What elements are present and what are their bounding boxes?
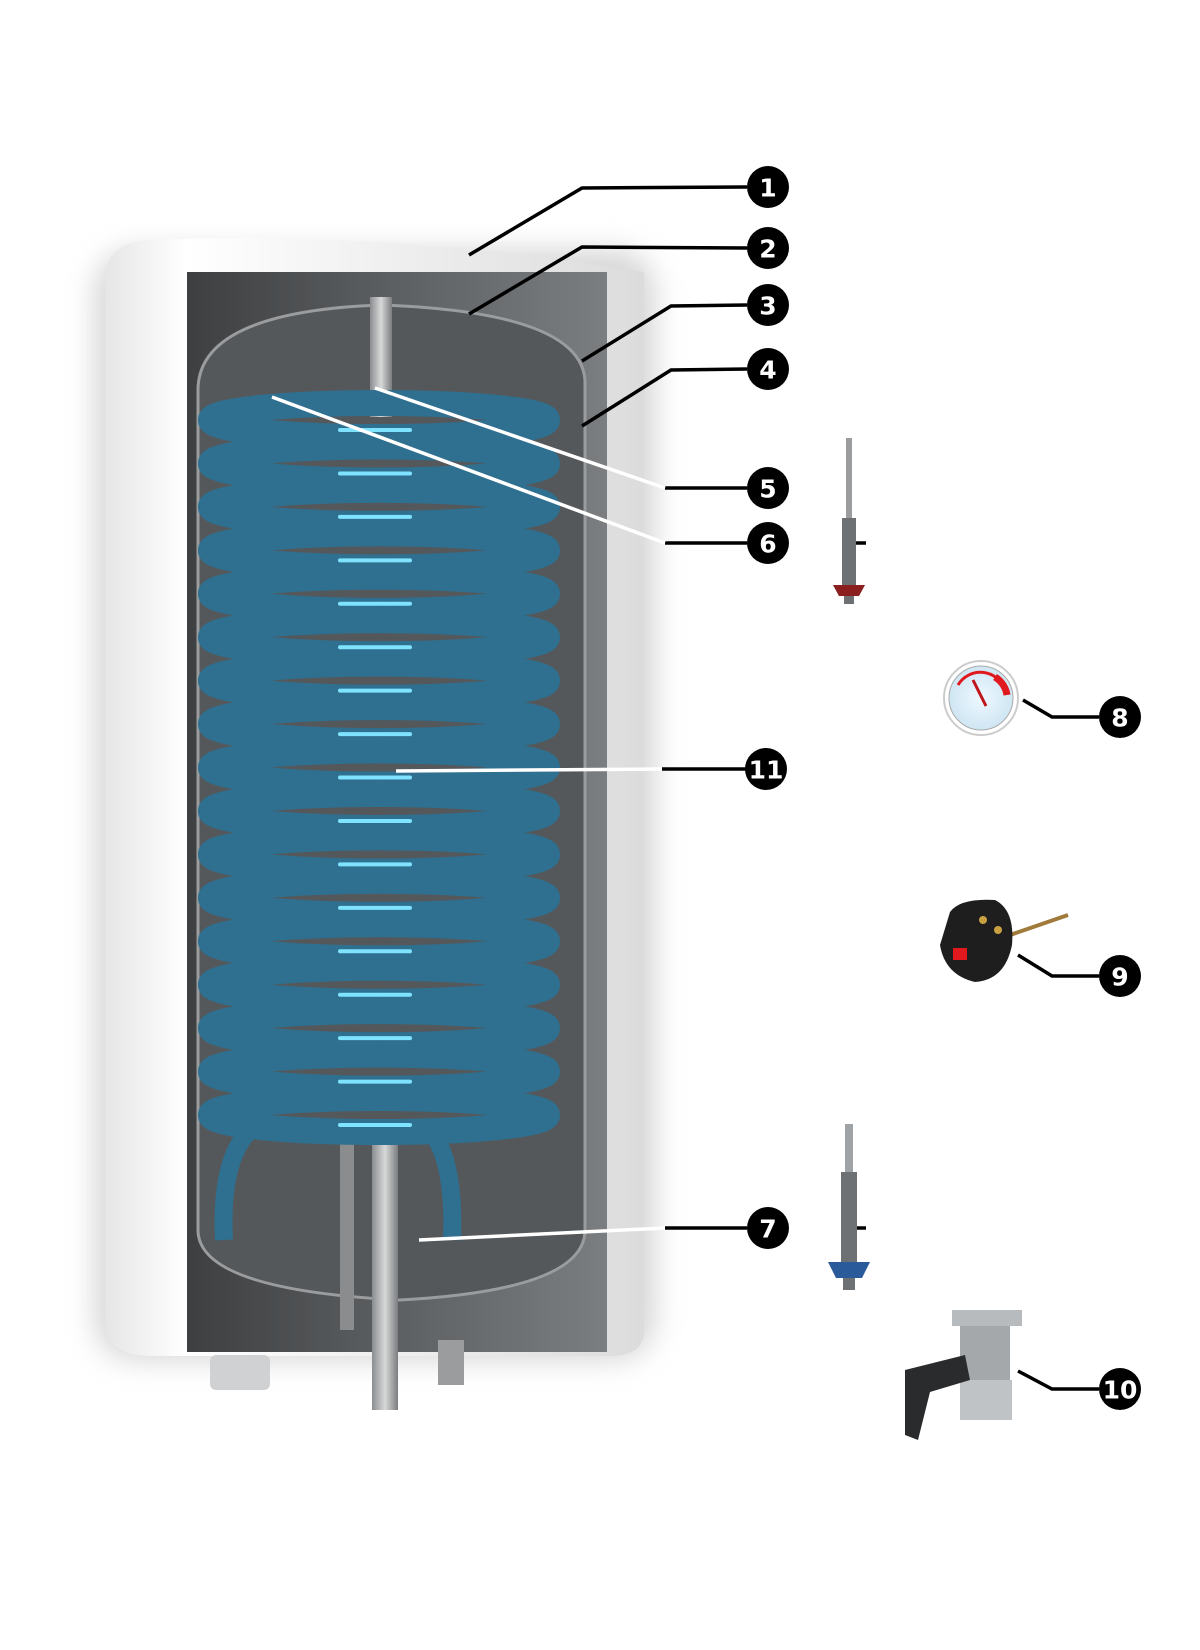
- heat-exchanger-coil: [198, 390, 560, 1145]
- leader-8: [1022, 698, 1099, 719]
- callout-label: 3: [759, 292, 776, 321]
- callout-label: 11: [749, 756, 784, 785]
- leader-9: [1017, 953, 1099, 978]
- leader-10: [1017, 1369, 1099, 1391]
- callout-11: 11: [745, 748, 787, 790]
- leader-5-white: [374, 386, 666, 490]
- bottom-anode-rod: [372, 1130, 398, 1410]
- anode-rod-part: [833, 438, 865, 604]
- callout-2: 2: [747, 227, 789, 269]
- leader-lines: [271, 185, 1099, 1391]
- callout-6: 6: [747, 522, 789, 564]
- callout-9: 9: [1099, 955, 1141, 997]
- callout-label: 2: [759, 235, 776, 264]
- leader-6-white: [271, 395, 666, 545]
- leader-11-white: [395, 767, 663, 773]
- callout-4: 4: [747, 348, 789, 390]
- callout-label: 8: [1111, 704, 1128, 733]
- leader-4: [581, 367, 748, 428]
- callout-1: 1: [747, 166, 789, 208]
- callout-8: 8: [1099, 696, 1141, 738]
- leader-3: [581, 303, 748, 363]
- inlet-pipe: [438, 1340, 464, 1385]
- callout-5: 5: [747, 467, 789, 509]
- coil-turn: [198, 1085, 560, 1145]
- leader-2: [468, 245, 748, 316]
- heating-element: [340, 1130, 354, 1330]
- coil-ring: [198, 1085, 560, 1145]
- callout-label: 5: [759, 475, 776, 504]
- callout-10: 10: [1099, 1368, 1141, 1410]
- magnesium-anode-part: [828, 1124, 870, 1290]
- thermometer-gauge-part: [943, 660, 1019, 736]
- callout-label: 10: [1103, 1376, 1138, 1405]
- leader-1: [468, 185, 748, 257]
- callout-label: 6: [759, 530, 776, 559]
- callout-label: 4: [759, 356, 776, 385]
- callout-3: 3: [747, 284, 789, 326]
- tank: [95, 238, 655, 1410]
- outlet-pipe: [210, 1355, 270, 1390]
- thermostat-part: [940, 899, 1069, 982]
- callout-label: 7: [759, 1215, 776, 1244]
- callout-7: 7: [747, 1207, 789, 1249]
- callout-label: 9: [1111, 963, 1128, 992]
- leader-7-white: [418, 1226, 666, 1242]
- callout-label: 1: [759, 174, 776, 203]
- safety-valve-part: [905, 1310, 1022, 1440]
